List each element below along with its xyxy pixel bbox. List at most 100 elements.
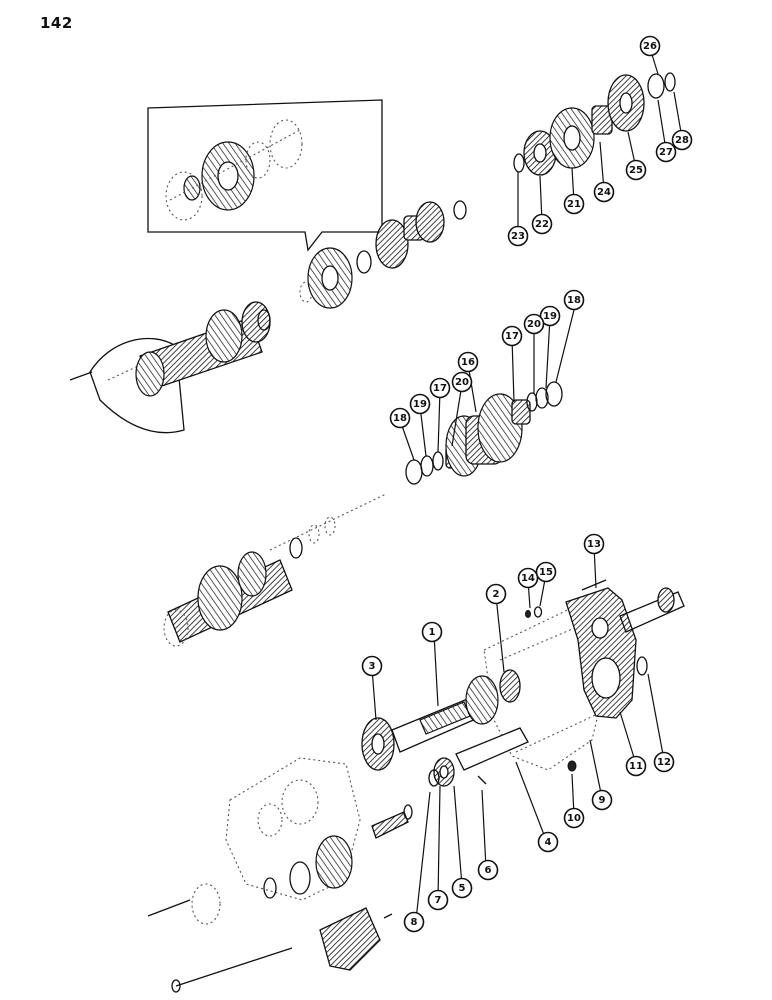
callout-circle (563, 807, 585, 829)
callout-circle (625, 159, 647, 181)
callout-number: 7 (435, 895, 442, 906)
callout-number: 15 (539, 567, 553, 578)
callout-18: 18 (389, 407, 411, 429)
callout-circle (655, 141, 677, 163)
callout-9: 9 (591, 789, 613, 811)
callout-27: 27 (655, 141, 677, 163)
output-shaft-assembly (69, 301, 271, 434)
callout-circle (485, 583, 507, 605)
callout-10: 10 (563, 807, 585, 829)
callout-circle (639, 35, 661, 57)
cover-gasket (565, 587, 637, 719)
countershaft-gear-cluster (405, 381, 563, 485)
callout-number: 20 (455, 377, 469, 388)
callout-number: 19 (543, 311, 557, 322)
callout-22: 22 (531, 213, 553, 235)
callout-circle (593, 181, 615, 203)
callout-circle (403, 911, 425, 933)
callout-number: 22 (535, 219, 549, 230)
callout-number: 1 (429, 627, 436, 638)
callout-circle (539, 305, 561, 327)
callout-circle (625, 755, 647, 777)
callout-number: 13 (587, 539, 601, 550)
callout-number: 19 (413, 399, 427, 410)
callout-number: 14 (521, 573, 535, 584)
callout-11: 11 (625, 755, 647, 777)
callout-number: 27 (659, 147, 673, 158)
callout-number: 4 (545, 837, 552, 848)
callout-circle (507, 225, 529, 247)
callout-circle (389, 407, 411, 429)
callout-circle (361, 655, 383, 677)
callout-circle (653, 751, 675, 773)
callout-20: 20 (523, 313, 545, 335)
callout-number: 10 (567, 813, 581, 824)
callout-number: 6 (485, 865, 492, 876)
callout-circle (591, 789, 613, 811)
callout-number: 20 (527, 319, 541, 330)
callout-7: 7 (427, 889, 449, 911)
callout-number: 2 (493, 589, 500, 600)
idler-shaft-parts (428, 727, 577, 787)
callout-5: 5 (451, 877, 473, 899)
rear-case (225, 757, 361, 901)
shift-gear-assembly (299, 200, 467, 309)
callout-19: 19 (409, 393, 431, 415)
callout-3: 3 (361, 655, 383, 677)
upper-gear-cluster (513, 72, 676, 176)
callout-number: 25 (629, 165, 643, 176)
callout-circle (501, 325, 523, 347)
callout-circle (531, 213, 553, 235)
callout-number: 8 (411, 917, 418, 928)
page-number: 142 (40, 14, 73, 32)
callout-28: 28 (671, 129, 693, 151)
callout-circle (477, 859, 499, 881)
callout-circle (429, 377, 451, 399)
callout-number: 18 (567, 295, 581, 306)
callout-number: 9 (599, 795, 606, 806)
callout-1: 1 (421, 621, 443, 643)
callout-circle (451, 877, 473, 899)
callout-number: 16 (461, 357, 475, 368)
callout-17: 17 (501, 325, 523, 347)
callout-16: 16 (457, 351, 479, 373)
callout-26: 26 (639, 35, 661, 57)
callout-circle (537, 831, 559, 853)
callout-circle (517, 567, 539, 589)
callout-4: 4 (537, 831, 559, 853)
callout-number: 26 (643, 41, 657, 52)
callout-19: 19 (539, 305, 561, 327)
callout-number: 24 (597, 187, 611, 198)
inset-detail-box (147, 99, 383, 252)
callout-circle (409, 393, 431, 415)
callout-12: 12 (653, 751, 675, 773)
callout-8: 8 (403, 911, 425, 933)
callout-25: 25 (625, 159, 647, 181)
callout-circle (671, 129, 693, 151)
callout-20: 20 (451, 371, 473, 393)
callout-circle (563, 193, 585, 215)
callout-circle (535, 561, 557, 583)
callout-circle (457, 351, 479, 373)
countershaft (163, 493, 387, 647)
callout-24: 24 (593, 181, 615, 203)
callout-circle (421, 621, 443, 643)
callout-number: 18 (393, 413, 407, 424)
callout-circle (583, 533, 605, 555)
mainshaft (361, 669, 521, 771)
callout-15: 15 (535, 561, 557, 583)
callout-17: 17 (429, 377, 451, 399)
callout-number: 5 (459, 883, 466, 894)
callout-circle (523, 313, 545, 335)
callout-circle (563, 289, 585, 311)
callout-2: 2 (485, 583, 507, 605)
input-shaft (525, 579, 685, 676)
callout-number: 11 (629, 761, 643, 772)
callout-number: 17 (433, 383, 447, 394)
lower-parts (147, 804, 413, 993)
callout-13: 13 (583, 533, 605, 555)
callout-6: 6 (477, 859, 499, 881)
callout-circle (451, 371, 473, 393)
